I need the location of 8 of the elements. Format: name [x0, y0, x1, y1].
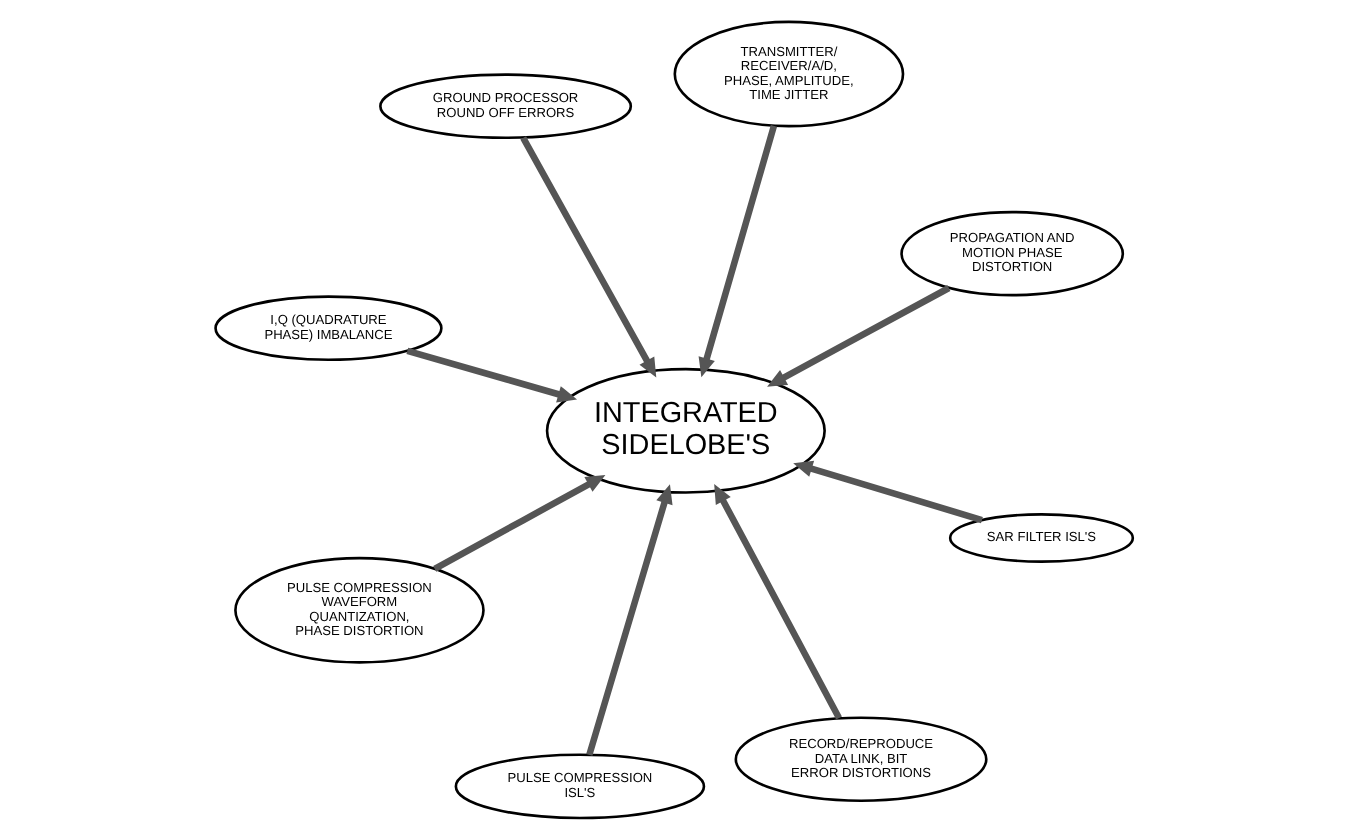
arrow — [433, 475, 606, 572]
arrow — [586, 484, 673, 756]
arrow — [793, 460, 983, 524]
arrow — [520, 136, 657, 378]
arrow — [698, 125, 778, 378]
arrow — [767, 285, 951, 387]
arrow — [406, 347, 578, 403]
arrow — [714, 483, 842, 720]
